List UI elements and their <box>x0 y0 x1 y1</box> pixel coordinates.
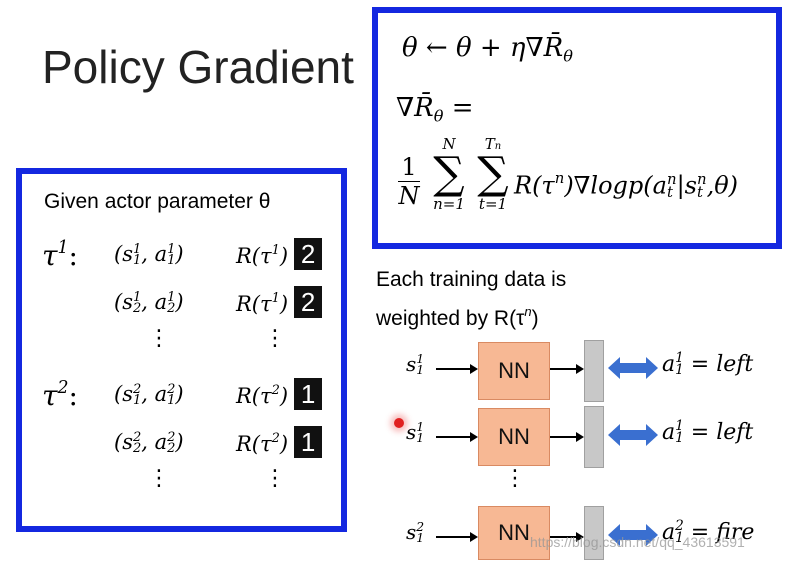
trajectory-2-label: τ2: <box>42 378 78 413</box>
vdots-2a: ⋮ <box>148 466 170 491</box>
reward-row-3: R(τ2)1 <box>236 378 323 410</box>
reward-row-1: R(τ1)2 <box>236 238 323 270</box>
update-rule: θ ← θ + η∇R̄θ <box>402 33 573 66</box>
arrow-mid-1 <box>550 364 584 374</box>
arrow-in-2 <box>436 432 478 442</box>
double-arrow-1 <box>608 357 658 379</box>
reward-row-4: R(τ2)1 <box>236 426 323 458</box>
fraction: 1 N <box>398 153 420 210</box>
output-layer-2 <box>584 406 604 468</box>
watermark: https://blog.csdn.net/qq_43613591 <box>530 534 745 550</box>
double-arrow-2 <box>608 424 658 446</box>
slide-title: Policy Gradient <box>42 41 354 93</box>
arrow-mid-2 <box>550 432 584 442</box>
arrow-mid-3 <box>550 532 584 542</box>
sum-n: N ∑ n=1 <box>433 135 465 213</box>
double-arrow-3 <box>608 524 658 546</box>
reward-badge: 1 <box>294 378 323 410</box>
output-layer-1 <box>584 340 604 402</box>
nn-box-2: NN <box>478 408 550 466</box>
update-rule-box: θ ← θ + η∇R̄θ ∇R̄θ = 1 N N ∑ n=1 Tn ∑ t=… <box>372 7 782 249</box>
reward-badge: 2 <box>294 238 323 270</box>
arrow-in-1 <box>436 364 478 374</box>
update-rule-sub: θ <box>563 46 573 66</box>
flow-vdots: ⋮ <box>504 466 526 491</box>
vdots-2b: ⋮ <box>264 466 286 491</box>
vdots-1a: ⋮ <box>148 326 170 351</box>
reward-row-2: R(τ1)2 <box>236 286 323 318</box>
gradient-definition: ∇R̄θ = <box>396 93 474 126</box>
nn-box-1: NN <box>478 342 550 400</box>
arrow-in-3 <box>436 532 478 542</box>
update-rule-text: θ ← θ + η∇R̄ <box>402 33 564 63</box>
nn-box-3: NN <box>478 506 550 560</box>
reward-badge: 1 <box>294 426 323 458</box>
vdots-1b: ⋮ <box>264 326 286 351</box>
output-layer-3 <box>584 506 604 560</box>
reward-badge: 2 <box>294 286 323 318</box>
weighting-caption: Each training data is weighted by R(τn) <box>376 268 567 331</box>
pointer-dot <box>394 418 404 428</box>
actor-heading: Given actor parameter θ <box>44 190 271 213</box>
trajectory-1-label: τ1: <box>42 238 78 273</box>
sum-t: Tn ∑ t=1 <box>477 135 509 213</box>
